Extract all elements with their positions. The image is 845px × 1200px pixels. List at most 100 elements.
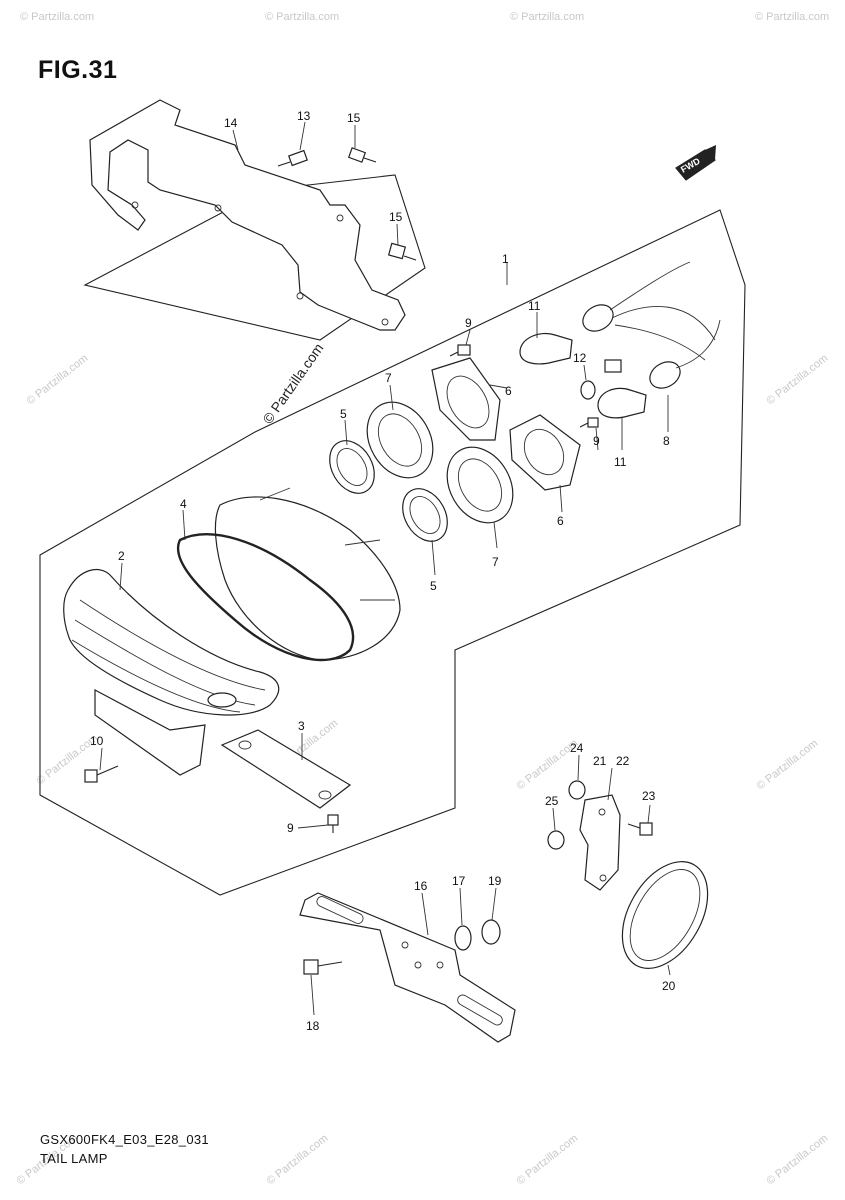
model-code: GSX600FK4_E03_E28_031 — [40, 1132, 209, 1147]
part-15-bolt[interactable] — [387, 242, 417, 261]
part-9-screw[interactable] — [327, 814, 339, 833]
lamp-hole — [318, 790, 332, 800]
part-13-bolt[interactable] — [277, 149, 308, 167]
lens-screw-hole — [207, 692, 237, 708]
part-8-socket-harness[interactable] — [578, 261, 721, 393]
ring-outer — [366, 401, 434, 479]
seal-ring — [177, 533, 355, 662]
lens-rib — [79, 599, 266, 691]
part-11-bulb[interactable] — [519, 332, 573, 365]
leader-line — [344, 419, 348, 446]
watermark: © Partzilla.com — [764, 1132, 830, 1187]
part-16-license-bracket[interactable] — [299, 892, 516, 1043]
callout-9: 9 — [465, 316, 472, 330]
bolt-shaft — [363, 157, 377, 163]
part-6-gasket[interactable] — [509, 414, 581, 491]
callout-7b: 7 — [492, 555, 499, 569]
fwd-arrow-head-icon — [705, 145, 716, 160]
watermark: © Partzilla.com — [764, 352, 830, 407]
nut-body — [568, 780, 586, 800]
leader-line — [431, 539, 436, 576]
bolt-head — [347, 147, 367, 163]
bracket-hole — [214, 204, 222, 212]
part-3-license-lamp[interactable] — [220, 729, 352, 809]
part-7-ring[interactable] — [354, 390, 446, 489]
part-20-reflector[interactable] — [605, 847, 725, 983]
assembly-outline — [39, 174, 746, 896]
ring-inner — [336, 448, 368, 486]
part-14-bracket[interactable] — [89, 99, 406, 331]
screw-shaft — [627, 823, 641, 829]
callout-9c: 9 — [287, 821, 294, 835]
housing-stud — [259, 487, 291, 501]
part-5-ring[interactable] — [394, 481, 457, 549]
watermark: © Partzilla.com — [265, 11, 339, 23]
leader-line — [297, 824, 329, 829]
screw-head — [639, 822, 653, 836]
leader-line — [396, 223, 399, 246]
harness-wire — [614, 324, 706, 361]
part-11-bulb[interactable] — [597, 387, 647, 419]
callout-5b: 5 — [430, 579, 437, 593]
part-9-screw[interactable] — [449, 344, 471, 357]
leader-line — [299, 121, 306, 151]
housing-stud — [344, 539, 381, 546]
callout-6b: 6 — [557, 514, 564, 528]
callout-10: 10 — [90, 734, 104, 748]
callout-18: 18 — [306, 1019, 320, 1033]
part-15-bolt[interactable] — [347, 147, 377, 163]
callout-9b: 9 — [593, 434, 600, 448]
part-4-seal[interactable] — [177, 533, 355, 662]
part-21-22-reflector-bracket[interactable] — [579, 794, 621, 891]
leader-line — [491, 887, 497, 921]
bolt-shaft — [317, 961, 343, 967]
leader-line — [459, 887, 463, 926]
leader-line — [552, 807, 556, 831]
part-24-nut[interactable] — [568, 780, 586, 800]
gasket-hole — [523, 428, 565, 476]
part-7-ring[interactable] — [434, 435, 526, 534]
lamp-plate — [220, 729, 352, 809]
tail-lamp-group-outline — [39, 209, 746, 896]
callout-17: 17 — [452, 874, 466, 888]
ring-outer — [329, 440, 375, 494]
part-9-screw[interactable] — [579, 417, 599, 428]
part-23-screw[interactable] — [627, 822, 653, 836]
lamp-housing[interactable] — [214, 487, 401, 661]
leader-line — [99, 747, 103, 771]
part-25-nut[interactable] — [547, 830, 565, 850]
part-10-screw[interactable] — [84, 765, 119, 783]
part-19-nut[interactable] — [481, 919, 501, 945]
leader-line — [489, 384, 508, 389]
watermark-layer: © Partzilla.com © Partzilla.com © Partzi… — [14, 11, 830, 1187]
bracket-hole — [131, 201, 139, 209]
callout-13: 13 — [297, 109, 311, 123]
ring-outer — [446, 446, 514, 524]
gasket-plate — [509, 414, 581, 491]
callout-1: 1 — [502, 252, 509, 266]
bracket-hole — [401, 941, 409, 949]
watermark: © Partzilla.com — [264, 1132, 330, 1187]
callout-11b: 11 — [614, 455, 627, 469]
leader-line — [389, 384, 394, 411]
part-5-ring[interactable] — [321, 433, 384, 501]
leader-line — [310, 974, 315, 1016]
part-12-bulb[interactable] — [580, 380, 596, 400]
bracket-hole — [296, 292, 304, 300]
bulb-glass — [580, 380, 596, 400]
part-2-lens[interactable] — [63, 568, 280, 776]
part-6-gasket[interactable] — [431, 357, 501, 441]
callout-22: 22 — [616, 754, 630, 768]
watermark: © Partzilla.com — [24, 352, 90, 407]
callout-24: 24 — [570, 741, 584, 755]
callout-16: 16 — [414, 879, 428, 893]
bracket-hole — [336, 214, 344, 222]
callout-5: 5 — [340, 407, 347, 421]
leader-line — [667, 964, 671, 976]
part-17-washer[interactable] — [454, 925, 472, 951]
leader-line — [493, 521, 498, 549]
bulb-glass — [597, 387, 647, 419]
section-name: TAIL LAMP — [40, 1151, 108, 1166]
part-18-bolt[interactable] — [303, 959, 343, 975]
callout-12: 12 — [573, 351, 587, 365]
